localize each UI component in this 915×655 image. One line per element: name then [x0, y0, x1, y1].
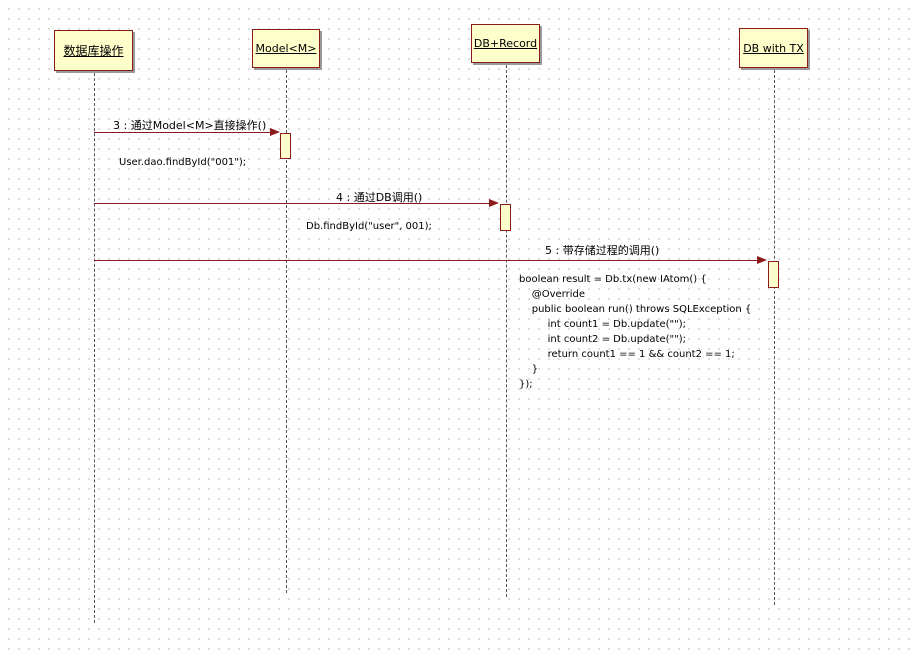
code-line: });	[519, 379, 533, 390]
lifeline-header-model[interactable]: Model<M>	[252, 29, 320, 68]
message-label-3: 3 : 通过Model<M>直接操作()	[113, 119, 267, 132]
lifeline-db-record	[506, 65, 507, 597]
lifeline-header-db-record[interactable]: DB+Record	[471, 24, 540, 63]
code-line: boolean result = Db.tx(new IAtom() {	[519, 274, 707, 285]
message-note-4: Db.findById("user", 001);	[306, 221, 432, 232]
lifeline-model	[286, 70, 287, 593]
arrow-head-icon	[489, 199, 499, 207]
arrow-head-icon	[270, 128, 280, 136]
message-label-4: 4 : 通过DB调用()	[336, 191, 423, 204]
message-arrow-5[interactable]	[94, 260, 757, 261]
lifeline-header-db-ops[interactable]: 数据库操作	[54, 30, 133, 71]
code-line: int count2 = Db.update("");	[519, 334, 686, 345]
lifeline-header-db-tx[interactable]: DB with TX	[739, 28, 808, 68]
code-line: }	[519, 364, 539, 375]
lifeline-label: DB+Record	[473, 37, 538, 50]
lifeline-label: Model<M>	[255, 42, 317, 55]
code-line: return count1 == 1 && count2 == 1;	[519, 349, 735, 360]
code-line: int count1 = Db.update("");	[519, 319, 686, 330]
lifeline-label: 数据库操作	[63, 44, 124, 58]
message-arrow-3[interactable]	[94, 132, 270, 133]
lifeline-label: DB with TX	[743, 41, 804, 55]
activation-db-record[interactable]	[500, 204, 511, 231]
code-note: boolean result = Db.tx(new IAtom() { @Ov…	[519, 272, 751, 392]
message-note-3: User.dao.findById("001");	[119, 157, 247, 168]
message-label-5: 5 : 带存储过程的调用()	[545, 244, 660, 257]
lifeline-db-ops	[94, 73, 95, 623]
message-arrow-4[interactable]	[94, 203, 489, 204]
activation-db-tx[interactable]	[768, 261, 779, 288]
arrow-head-icon	[757, 256, 767, 264]
code-line: public boolean run() throws SQLException…	[519, 304, 752, 315]
lifeline-db-tx	[774, 70, 775, 605]
activation-model[interactable]	[280, 133, 291, 159]
code-line: @Override	[519, 289, 585, 300]
